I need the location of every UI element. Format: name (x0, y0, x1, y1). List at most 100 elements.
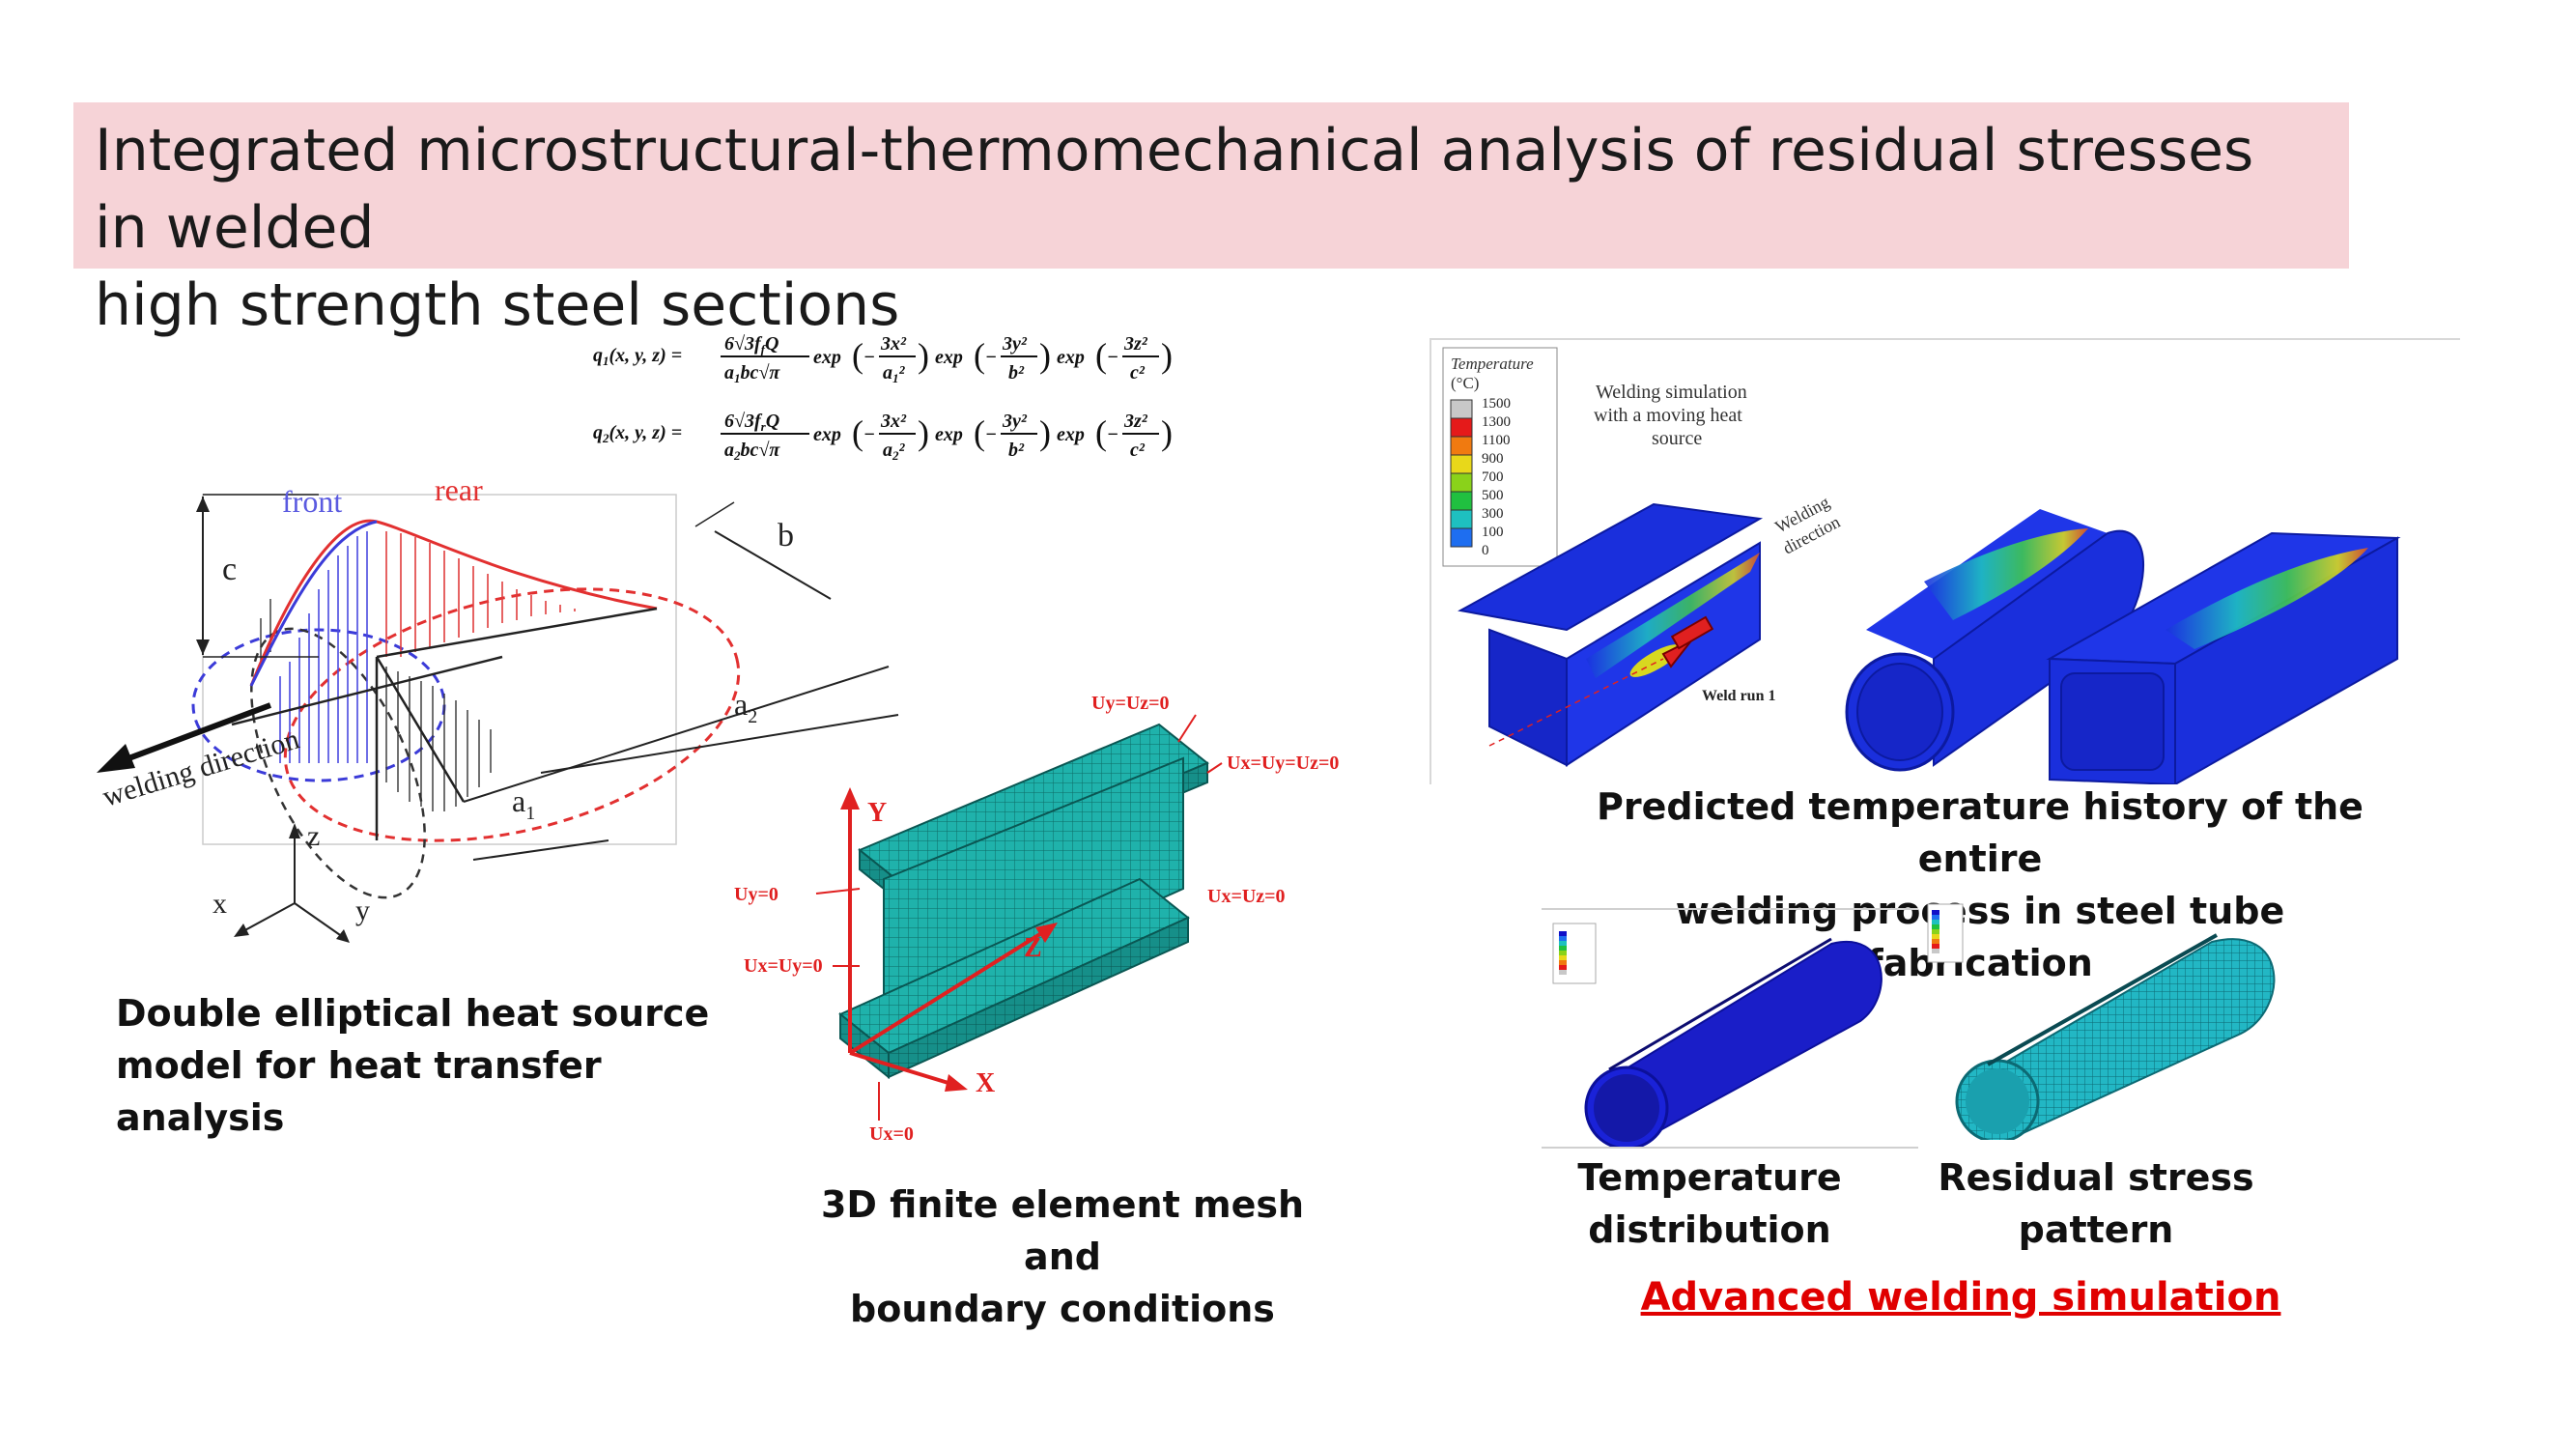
caption-temp-distribution: Temperature distribution (1565, 1151, 1854, 1256)
axis-Z: Z (1024, 933, 1042, 963)
legend-unit: (°C) (1451, 374, 1479, 392)
mini-legend-swatch (1932, 939, 1939, 944)
legend-value-0: 0 (1482, 543, 1489, 558)
svg-text:−: − (863, 347, 875, 368)
residual-stress-figure (1922, 898, 2308, 1144)
mini-legend-swatch (1932, 934, 1939, 939)
heat-source-diagram: c front rear b a2 a1 welding direction z… (97, 472, 908, 976)
svg-text:exp: exp (1057, 424, 1085, 445)
svg-text:exp: exp (935, 347, 963, 368)
svg-text:6√3ffQ: 6√3ffQ (724, 333, 778, 356)
mini-legend-stress (1932, 910, 1939, 953)
caption-temp-history-line2: welding process in steel tube fabricatio… (1675, 890, 2285, 984)
svg-text:(: ( (1095, 336, 1107, 375)
label-z: z (307, 820, 320, 852)
legend-swatch-1300 (1450, 417, 1473, 438)
mini-legend-swatch (1932, 949, 1939, 953)
mini-legend-swatch (1559, 941, 1567, 946)
mini-legend-swatch (1559, 946, 1567, 951)
legend-swatch-900 (1450, 454, 1473, 474)
svg-text:a2bc√π: a2bc√π (724, 440, 780, 463)
legend-value-500: 500 (1482, 488, 1504, 503)
label-a1-sub: 1 (525, 803, 535, 824)
svg-text:−: − (863, 424, 875, 445)
bc-ux: Ux=0 (869, 1123, 914, 1145)
svg-text:a2²: a2² (883, 440, 906, 463)
svg-text:c²: c² (1130, 362, 1146, 384)
caption-mesh-line1: 3D finite element mesh and (820, 1183, 1305, 1278)
temperature-distribution-figure (1542, 908, 1918, 1151)
svg-text:c²: c² (1130, 440, 1146, 461)
legend-value-1500: 1500 (1482, 396, 1511, 412)
caption-residual-stress-line2: pattern (2018, 1208, 2174, 1251)
caption-temp-distribution-line1: Temperature (1577, 1156, 1842, 1199)
mini-legend-swatch (1932, 920, 1939, 924)
legend-swatch-700 (1450, 472, 1473, 493)
mini-legend-swatch (1559, 936, 1567, 941)
svg-text:a1: a1 (512, 783, 535, 824)
legend-swatch-100 (1450, 527, 1473, 548)
advanced-welding-simulation-link[interactable]: Advanced welding simulation (1640, 1275, 2281, 1320)
bc-ux-uz: Ux=Uz=0 (1207, 886, 1286, 907)
slide-title-line2: high strength steel sections (95, 271, 900, 339)
caption-heat-source-line1: Double elliptical heat source (116, 992, 710, 1035)
mini-legend-swatch (1932, 944, 1939, 949)
svg-text:3x²: 3x² (880, 333, 907, 355)
svg-text:exp: exp (1057, 347, 1085, 368)
mini-legend-swatch (1559, 960, 1567, 965)
label-b: b (778, 518, 794, 554)
mini-legend-swatch (1932, 910, 1939, 915)
caption-temp-history-line1: Predicted temperature history of the ent… (1597, 785, 2364, 880)
svg-text:): ) (918, 336, 929, 375)
caption-residual-stress: Residual stress pattern (1932, 1151, 2260, 1256)
svg-text:3y²: 3y² (1002, 411, 1028, 432)
caption-mesh-line2: boundary conditions (850, 1288, 1275, 1330)
svg-text:a1bc√π: a1bc√π (724, 362, 780, 385)
svg-text:−: − (1107, 424, 1118, 445)
mini-legend-swatch (1559, 970, 1567, 975)
svg-text:a2: a2 (734, 687, 757, 727)
label-a1: a (512, 783, 525, 818)
svg-text:−: − (985, 424, 997, 445)
svg-text:b²: b² (1008, 440, 1025, 461)
bc-ux-uy-uz: Ux=Uy=Uz=0 (1227, 753, 1339, 774)
bc-ux-uy: Ux=Uy=0 (744, 955, 823, 977)
mini-legend-swatch (1932, 929, 1939, 934)
legend-swatch-300 (1450, 509, 1473, 529)
legend-title: Temperature (1451, 355, 1534, 373)
svg-text:): ) (918, 413, 929, 452)
mini-legend-swatch (1932, 924, 1939, 929)
svg-text:q1(x, y, z) =: q1(x, y, z) = (593, 345, 682, 368)
mini-legend-swatch (1559, 951, 1567, 955)
caption-heat-source: Double elliptical heat source model for … (116, 987, 715, 1144)
caption-heat-source-line2: model for heat transfer (116, 1044, 602, 1087)
label-x: x (212, 888, 227, 920)
caption-temp-history: Predicted temperature history of the ent… (1565, 781, 2395, 989)
svg-text:3x²: 3x² (880, 411, 907, 432)
legend-value-1300: 1300 (1482, 414, 1511, 430)
svg-text:): ) (1039, 336, 1051, 375)
legend-value-300: 300 (1482, 506, 1504, 522)
fe-mesh-figure: Y Z X Uy=Uz=0 Ux=Uy=Uz=0 Ux=Uz=0 Uy=0 Ux… (734, 686, 1391, 1159)
caption-temp-distribution-line2: distribution (1588, 1208, 1831, 1251)
svg-text:q2(x, y, z) =: q2(x, y, z) = (593, 422, 682, 445)
svg-text:3y²: 3y² (1002, 333, 1028, 355)
axis-Y: Y (867, 798, 887, 828)
mini-legend-temperature (1559, 931, 1567, 975)
label-y: y (355, 895, 370, 926)
caption-mesh: 3D finite element mesh and boundary cond… (792, 1179, 1333, 1335)
legend-swatch-1500 (1450, 399, 1473, 419)
svg-text:exp: exp (813, 424, 841, 445)
legend-value-1100: 1100 (1482, 433, 1510, 448)
svg-text:(: ( (974, 413, 985, 452)
caption-residual-stress-line1: Residual stress (1938, 1156, 2254, 1199)
axis-X: X (976, 1068, 995, 1098)
legend-swatch-1100 (1450, 436, 1473, 456)
label-rear: rear (435, 473, 483, 507)
legend-value-100: 100 (1482, 525, 1504, 540)
svg-text:exp: exp (813, 347, 841, 368)
svg-text:3z²: 3z² (1123, 411, 1148, 432)
svg-text:a1²: a1² (883, 362, 906, 385)
svg-text:exp: exp (935, 424, 963, 445)
label-a2-sub: 2 (748, 706, 757, 727)
